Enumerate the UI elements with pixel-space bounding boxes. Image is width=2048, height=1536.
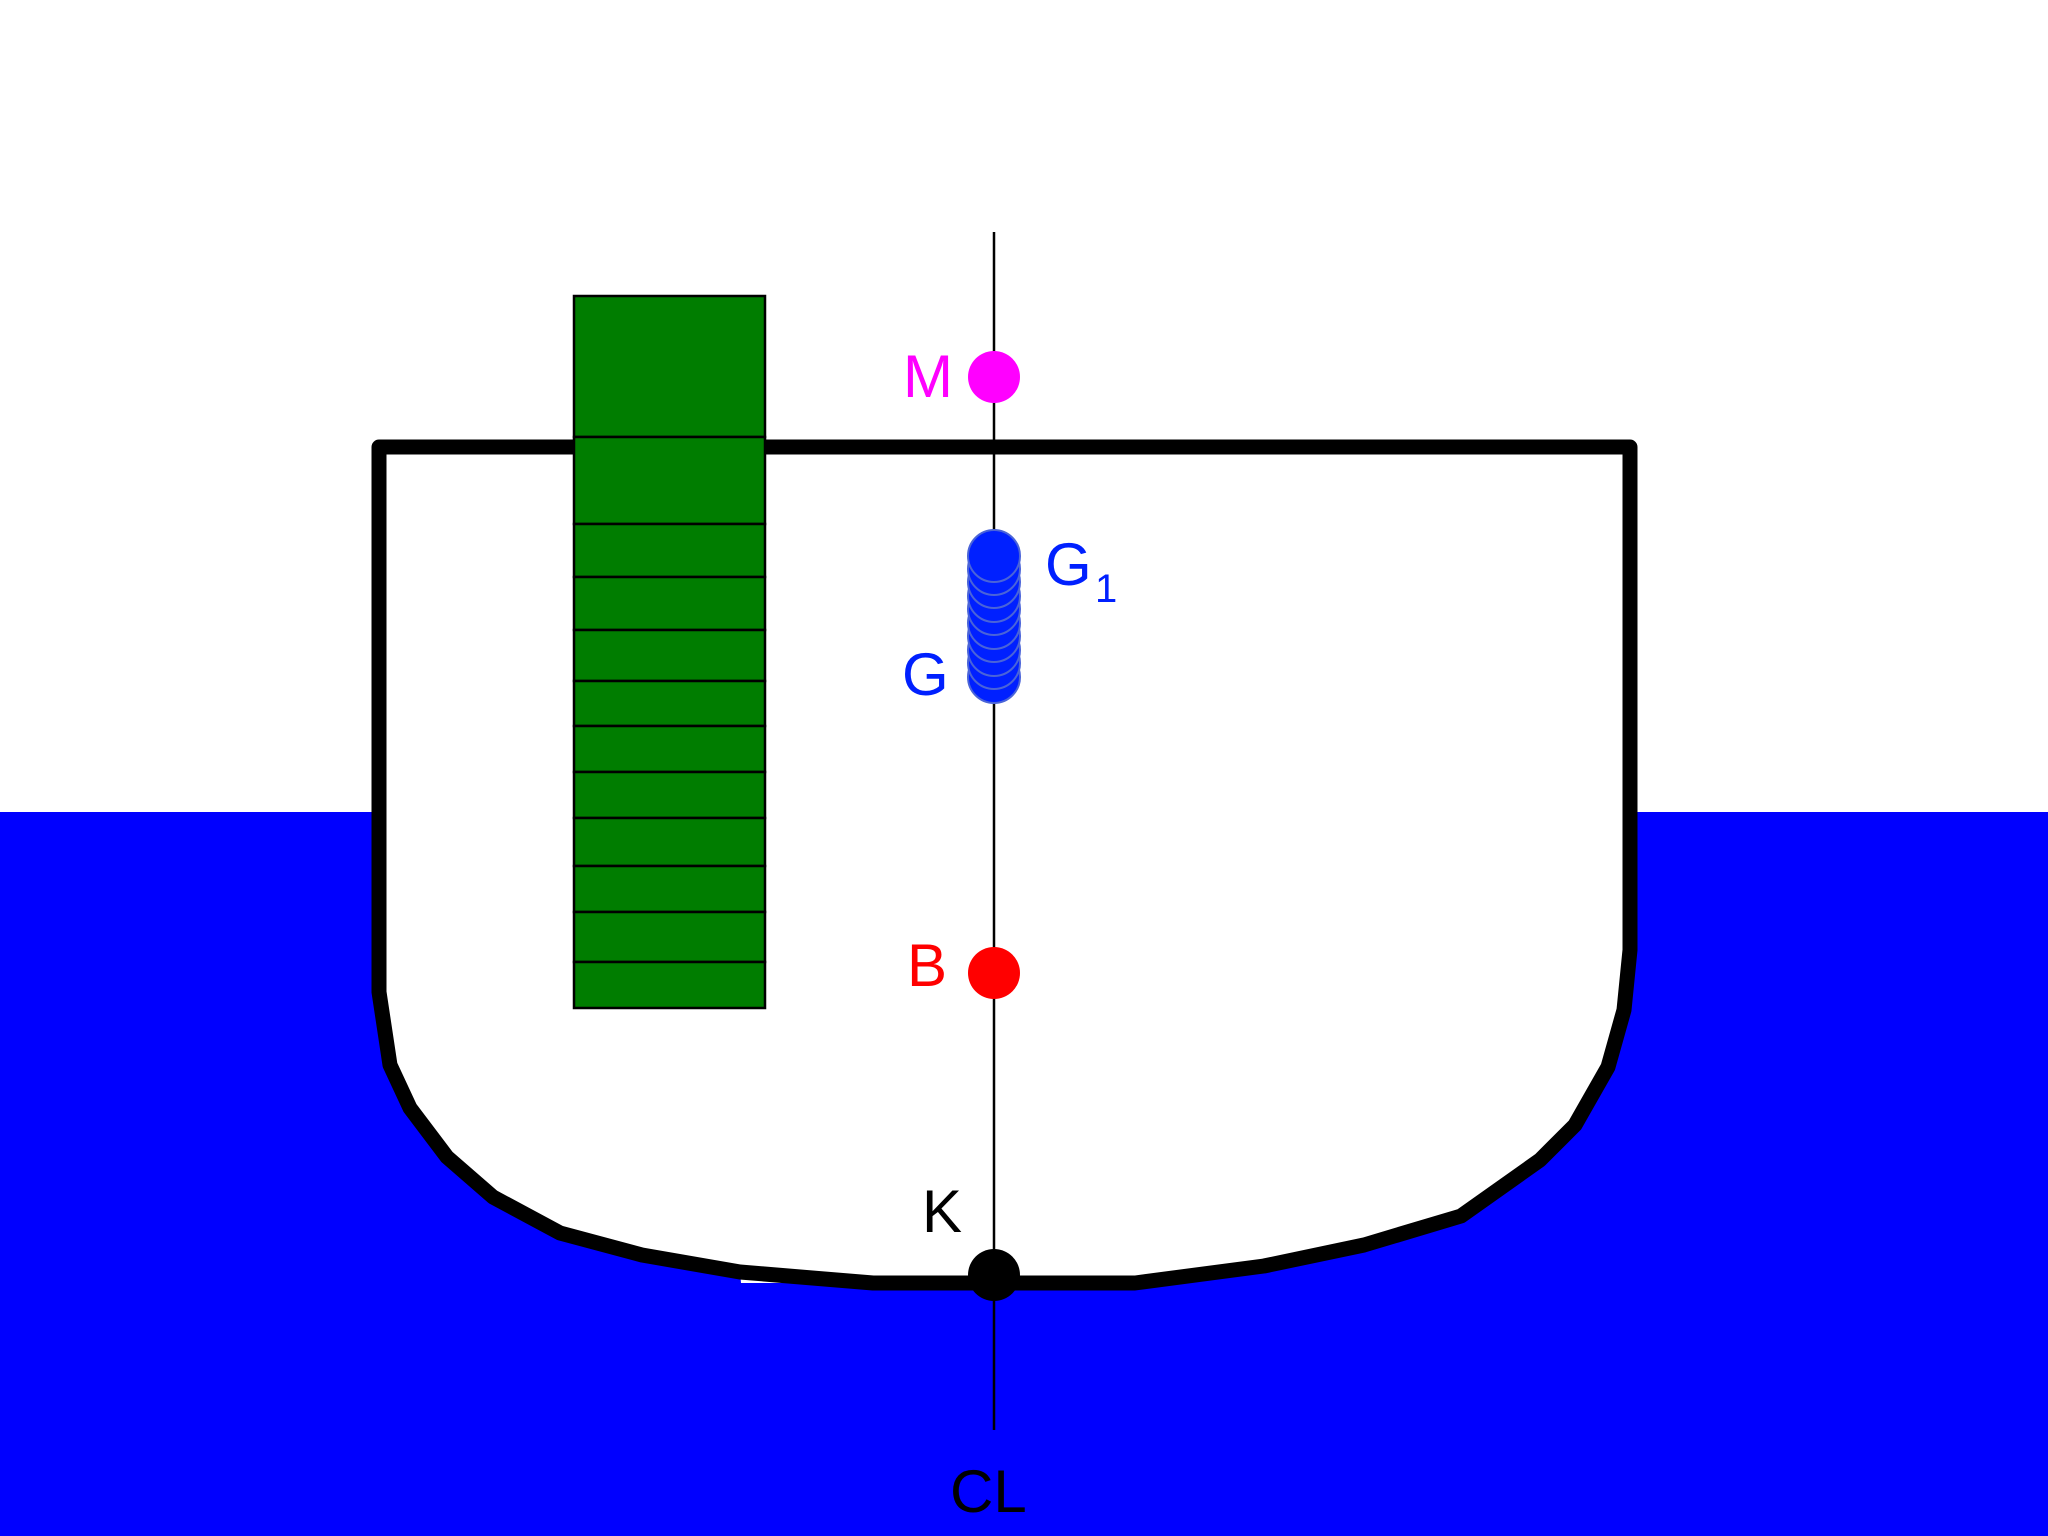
shifted-gravity-label: G (1045, 531, 1092, 598)
cargo-block (572, 724, 767, 774)
buoyancy-point (968, 947, 1020, 999)
centerline-label: CL (950, 1458, 1027, 1525)
gravity-label: G (902, 641, 949, 708)
hull-outline (371, 439, 1638, 1291)
cargo-block (572, 575, 767, 632)
cargo-block (572, 294, 767, 439)
keel-label: K (922, 1178, 962, 1245)
buoyancy-label: B (907, 932, 947, 999)
cargo-block (572, 628, 767, 683)
metacenter-point (968, 351, 1020, 403)
gravity-shift-trail (967, 529, 1021, 704)
cargo-block (572, 960, 767, 1010)
shifted-gravity-subscript: 1 (1095, 567, 1117, 611)
cargo-block (572, 816, 767, 868)
shifted-gravity-point (967, 529, 1021, 583)
metacenter-label: M (903, 343, 953, 410)
cargo-block (572, 435, 767, 526)
cargo-block (572, 770, 767, 820)
cargo-block (572, 864, 767, 914)
cargo-block (572, 679, 767, 728)
cargo-block (572, 910, 767, 964)
cargo-stack (572, 294, 767, 1010)
keel-point (968, 1249, 1020, 1301)
cargo-block (572, 522, 767, 579)
